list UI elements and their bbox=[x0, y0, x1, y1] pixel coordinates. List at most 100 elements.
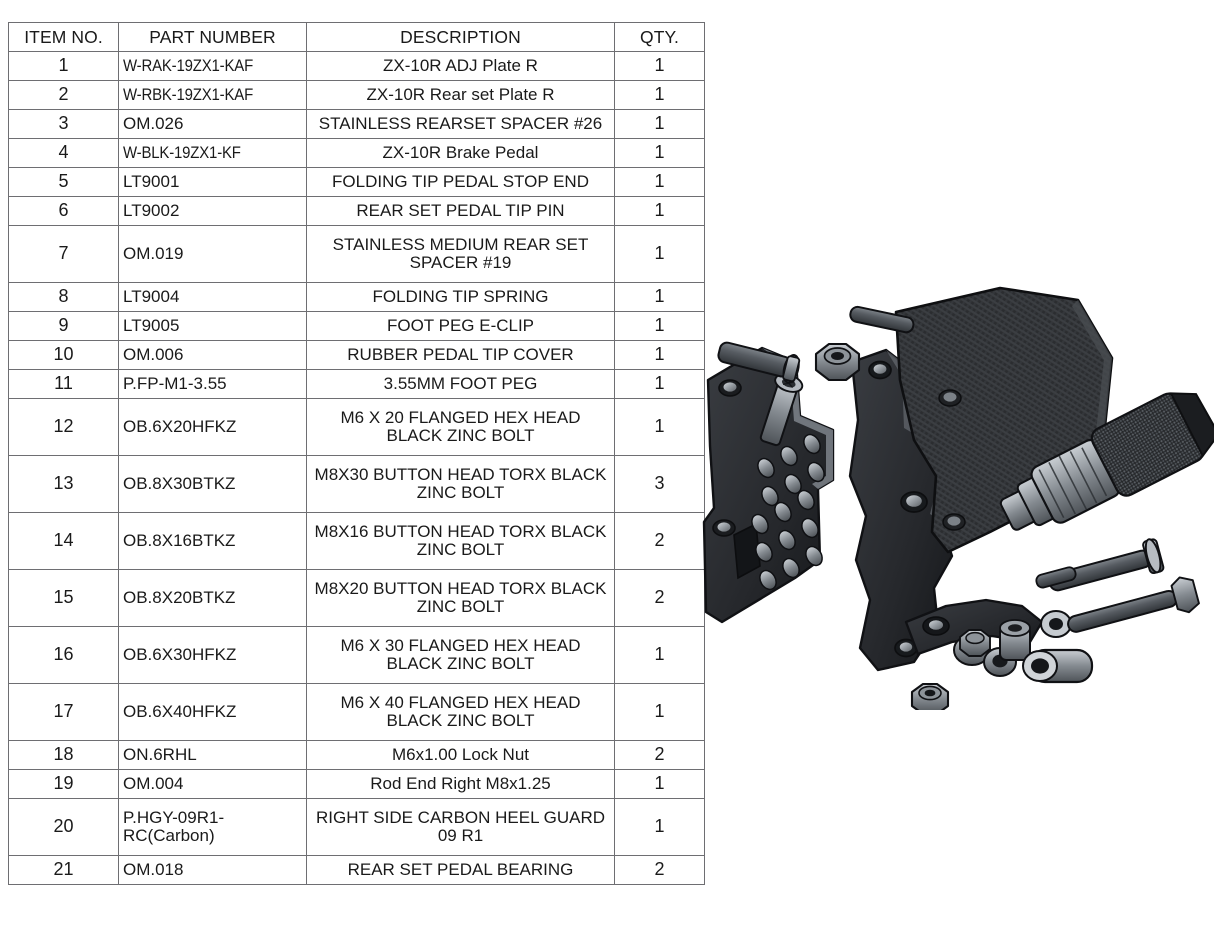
cell-part-number: OB.8X20BTKZ bbox=[118, 569, 307, 627]
cell-qty: 1 bbox=[614, 138, 705, 168]
cell-item-no: 9 bbox=[8, 311, 119, 341]
cell-qty: 3 bbox=[614, 455, 705, 513]
cell-item-no: 1 bbox=[8, 51, 119, 81]
cell-part-number: W-BLK-19ZX1-KF bbox=[118, 138, 285, 168]
cell-part-number: OB.6X40HFKZ bbox=[118, 683, 307, 741]
part-bolts bbox=[717, 305, 1200, 633]
cell-qty: 2 bbox=[614, 512, 705, 570]
cell-item-no: 3 bbox=[8, 109, 119, 139]
cell-qty: 1 bbox=[614, 683, 705, 741]
cell-description: FOLDING TIP PEDAL STOP END bbox=[306, 167, 615, 197]
column-header-qty: QTY. bbox=[614, 22, 705, 52]
cell-item-no: 11 bbox=[8, 369, 119, 399]
cell-part-number: OB.6X20HFKZ bbox=[118, 398, 307, 456]
cell-qty: 2 bbox=[614, 569, 705, 627]
header-row: ITEM NO. PART NUMBER DESCRIPTION QTY. bbox=[8, 22, 705, 52]
cell-description: REAR SET PEDAL TIP PIN bbox=[306, 196, 615, 226]
cell-part-number: W-RAK-19ZX1-KAF bbox=[118, 51, 285, 81]
cell-qty: 1 bbox=[614, 769, 705, 799]
cell-item-no: 4 bbox=[8, 138, 119, 168]
cell-qty: 1 bbox=[614, 80, 705, 110]
cell-item-no: 21 bbox=[8, 855, 119, 885]
cell-qty: 1 bbox=[614, 798, 705, 856]
cell-description: FOLDING TIP SPRING bbox=[306, 282, 615, 312]
column-header-part-number: PART NUMBER bbox=[118, 22, 307, 52]
cell-qty: 2 bbox=[614, 855, 705, 885]
cell-part-number: OB.8X30BTKZ bbox=[118, 455, 307, 513]
cell-item-no: 7 bbox=[8, 225, 119, 283]
bom-table-header: ITEM NO. PART NUMBER DESCRIPTION QTY. bbox=[8, 22, 705, 52]
cell-item-no: 2 bbox=[8, 80, 119, 110]
cell-description: M6 X 30 FLANGED HEX HEAD BLACK ZINC BOLT bbox=[306, 626, 615, 684]
cell-part-number: OM.018 bbox=[118, 855, 307, 885]
cell-item-no: 16 bbox=[8, 626, 119, 684]
cell-item-no: 5 bbox=[8, 167, 119, 197]
part-brake-pedal bbox=[904, 598, 1044, 656]
cell-description: 3.55MM FOOT PEG bbox=[306, 369, 615, 399]
cell-qty: 1 bbox=[614, 167, 705, 197]
adjustment-hole-grid bbox=[751, 433, 825, 591]
cell-part-number: LT9005 bbox=[118, 311, 307, 341]
cell-description: STAINLESS MEDIUM REAR SET SPACER #19 bbox=[306, 225, 615, 283]
cell-part-number: OM.006 bbox=[118, 340, 307, 370]
cell-part-number: P.FP-M1-3.55 bbox=[118, 369, 307, 399]
cell-description: FOOT PEG E-CLIP bbox=[306, 311, 615, 341]
cell-part-number: OB.6X30HFKZ bbox=[118, 626, 307, 684]
cell-description: M8X16 BUTTON HEAD TORX BLACK ZINC BOLT bbox=[306, 512, 615, 570]
cell-description: RUBBER PEDAL TIP COVER bbox=[306, 340, 615, 370]
cell-item-no: 15 bbox=[8, 569, 119, 627]
cell-item-no: 14 bbox=[8, 512, 119, 570]
cell-item-no: 18 bbox=[8, 740, 119, 770]
cell-description: Rod End Right M8x1.25 bbox=[306, 769, 615, 799]
cell-item-no: 17 bbox=[8, 683, 119, 741]
cell-description: M8X20 BUTTON HEAD TORX BLACK ZINC BOLT bbox=[306, 569, 615, 627]
cell-part-number: OB.8X16BTKZ bbox=[118, 512, 307, 570]
rod-end-right bbox=[1022, 648, 1094, 684]
cell-description: RIGHT SIDE CARBON HEEL GUARD 09 R1 bbox=[306, 798, 615, 856]
cell-qty: 1 bbox=[614, 311, 705, 341]
cell-part-number: LT9002 bbox=[118, 196, 307, 226]
cell-part-number: OM.004 bbox=[118, 769, 307, 799]
cell-qty: 1 bbox=[614, 369, 705, 399]
cell-qty: 1 bbox=[614, 51, 705, 81]
part-lock-nuts bbox=[814, 342, 991, 710]
cell-part-number: OM.026 bbox=[118, 109, 307, 139]
cell-part-number: LT9001 bbox=[118, 167, 307, 197]
cell-description: ZX-10R ADJ Plate R bbox=[306, 51, 615, 81]
cell-part-number: ON.6RHL bbox=[118, 740, 307, 770]
cell-qty: 1 bbox=[614, 109, 705, 139]
cell-description: ZX-10R Rear set Plate R bbox=[306, 80, 615, 110]
cell-description: STAINLESS REARSET SPACER #26 bbox=[306, 109, 615, 139]
cell-part-number: P.HGY-09R1- RC(Carbon) bbox=[118, 798, 307, 856]
column-header-description: DESCRIPTION bbox=[306, 22, 615, 52]
part-foot-peg bbox=[999, 392, 1214, 531]
cell-item-no: 19 bbox=[8, 769, 119, 799]
cell-item-no: 6 bbox=[8, 196, 119, 226]
part-adj-plate-r bbox=[702, 346, 835, 624]
flanged-hex-bolt bbox=[717, 341, 801, 384]
cell-qty: 2 bbox=[614, 740, 705, 770]
cell-qty: 1 bbox=[614, 225, 705, 283]
cell-qty: 1 bbox=[614, 398, 705, 456]
